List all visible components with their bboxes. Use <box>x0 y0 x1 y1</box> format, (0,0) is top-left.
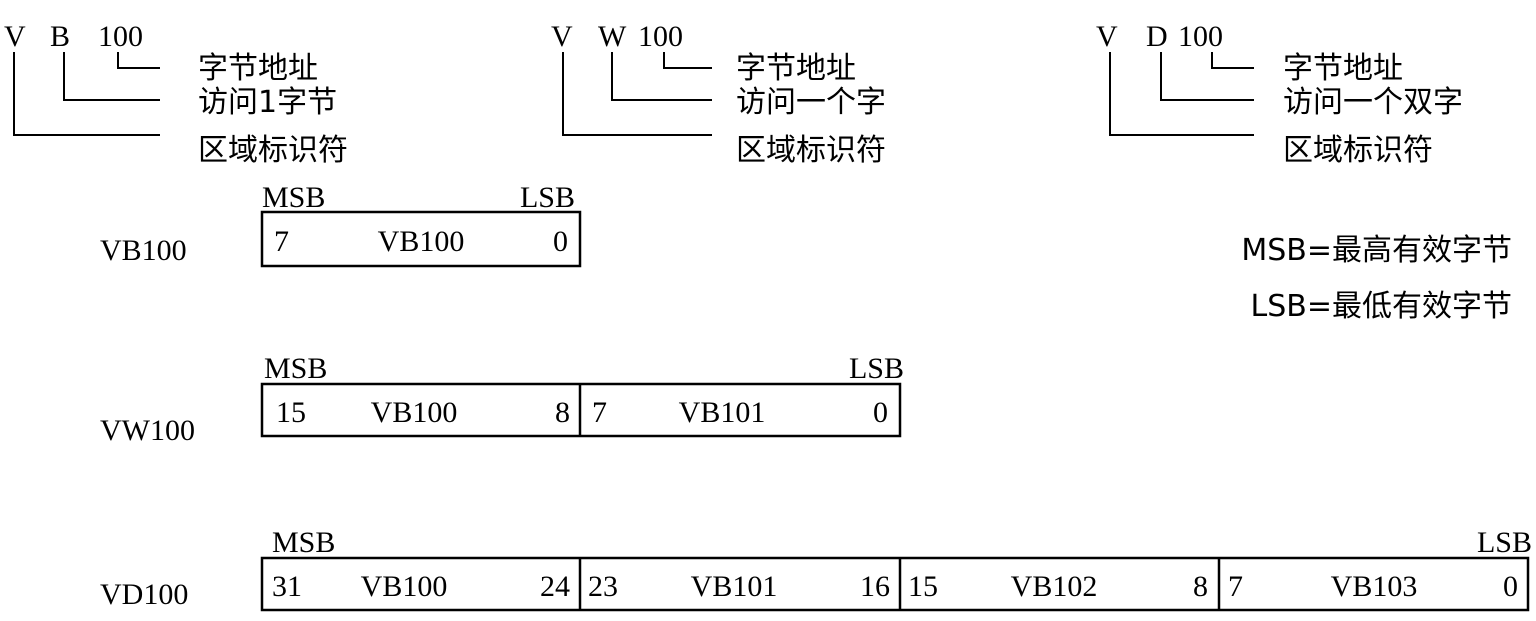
msb-label: MSB <box>262 181 325 214</box>
cell-high-bit: 15 <box>908 570 938 603</box>
leader-line-type <box>63 52 160 101</box>
byte-cell: 7 VB100 0 <box>274 225 568 258</box>
byte-address: 100 <box>1178 20 1223 53</box>
lsb-label: LSB <box>520 181 575 214</box>
note-area-id: 区域标识符 <box>198 133 348 168</box>
cell-high-bit: 15 <box>276 396 306 429</box>
byte-cell: 31 VB100 24 <box>272 570 570 603</box>
cell-low-bit: 0 <box>1503 570 1518 603</box>
cell-byte-name: VB101 <box>679 396 766 429</box>
cell-byte-name: VB103 <box>1331 570 1418 603</box>
register-label: VB100 <box>100 234 187 267</box>
byte-cell: 15 VB100 8 <box>276 396 570 429</box>
leader-line-address <box>117 52 160 69</box>
byte-cell: 7 VB101 0 <box>592 396 888 429</box>
leader-line-area <box>13 52 160 136</box>
address-format-dword: V D 100 字节地址 访问一个双字 区域标识符 <box>1096 20 1463 168</box>
cell-byte-name: VB101 <box>691 570 778 603</box>
leader-line-address <box>1211 52 1254 69</box>
access-type-letter: W <box>598 20 627 53</box>
address-format-word: V W 100 字节地址 访问一个字 区域标识符 <box>551 20 886 168</box>
address-format-byte: V B 100 字节地址 访问1字节 区域标识符 <box>4 20 348 168</box>
legend-lsb-definition: LSB=最低有效字节 <box>1251 289 1512 324</box>
register-box <box>260 556 1530 612</box>
note-byte-address: 字节地址 <box>736 51 856 86</box>
cell-low-bit: 0 <box>873 396 888 429</box>
leader-line-type <box>1160 52 1254 101</box>
cell-high-bit: 7 <box>274 225 289 258</box>
leader-line-type <box>611 52 712 101</box>
note-byte-address: 字节地址 <box>198 51 318 86</box>
msb-lsb-legend: MSB=最高有效字节 LSB=最低有效字节 <box>1241 233 1512 324</box>
cell-high-bit: 23 <box>588 570 618 603</box>
note-access-type: 访问1字节 <box>198 85 337 120</box>
note-byte-address: 字节地址 <box>1283 51 1403 86</box>
byte-address: 100 <box>638 20 683 53</box>
note-area-id: 区域标识符 <box>736 133 886 168</box>
cell-byte-name: VB100 <box>361 570 448 603</box>
leader-line-area <box>562 52 712 136</box>
lsb-label: LSB <box>1477 526 1532 559</box>
access-type-letter: B <box>50 20 70 53</box>
register-vd100: VD100 MSB LSB 31 VB100 24 23 VB101 16 15… <box>100 526 1532 612</box>
cell-high-bit: 31 <box>272 570 302 603</box>
area-letter: V <box>551 20 573 53</box>
access-type-letter: D <box>1146 20 1168 53</box>
byte-address: 100 <box>98 20 143 53</box>
cell-low-bit: 8 <box>555 396 570 429</box>
byte-cell: 7 VB103 0 <box>1228 570 1518 603</box>
leader-line-address <box>663 52 712 69</box>
note-access-type: 访问一个字 <box>736 85 886 120</box>
cell-byte-name: VB100 <box>378 225 465 258</box>
register-vw100: VW100 MSB LSB 15 VB100 8 7 VB101 0 <box>100 352 904 447</box>
msb-label: MSB <box>264 352 327 385</box>
cell-low-bit: 24 <box>540 570 570 603</box>
cell-low-bit: 16 <box>860 570 890 603</box>
byte-cell: 15 VB102 8 <box>908 570 1208 603</box>
cell-high-bit: 7 <box>1228 570 1243 603</box>
note-area-id: 区域标识符 <box>1283 133 1433 168</box>
msb-label: MSB <box>272 526 335 559</box>
cell-byte-name: VB100 <box>371 396 458 429</box>
area-letter: V <box>1096 20 1118 53</box>
cell-byte-name: VB102 <box>1011 570 1098 603</box>
legend-msb-definition: MSB=最高有效字节 <box>1241 233 1512 268</box>
cell-low-bit: 0 <box>553 225 568 258</box>
register-label: VW100 <box>100 414 195 447</box>
note-access-type: 访问一个双字 <box>1283 85 1463 120</box>
lsb-label: LSB <box>849 352 904 385</box>
cell-low-bit: 8 <box>1193 570 1208 603</box>
register-vb100: VB100 MSB LSB 7 VB100 0 <box>100 181 582 268</box>
register-label: VD100 <box>100 578 188 611</box>
byte-cell: 23 VB101 16 <box>588 570 890 603</box>
register-box <box>260 210 582 268</box>
area-letter: V <box>4 20 26 53</box>
cell-high-bit: 7 <box>592 396 607 429</box>
leader-line-area <box>1109 52 1254 136</box>
